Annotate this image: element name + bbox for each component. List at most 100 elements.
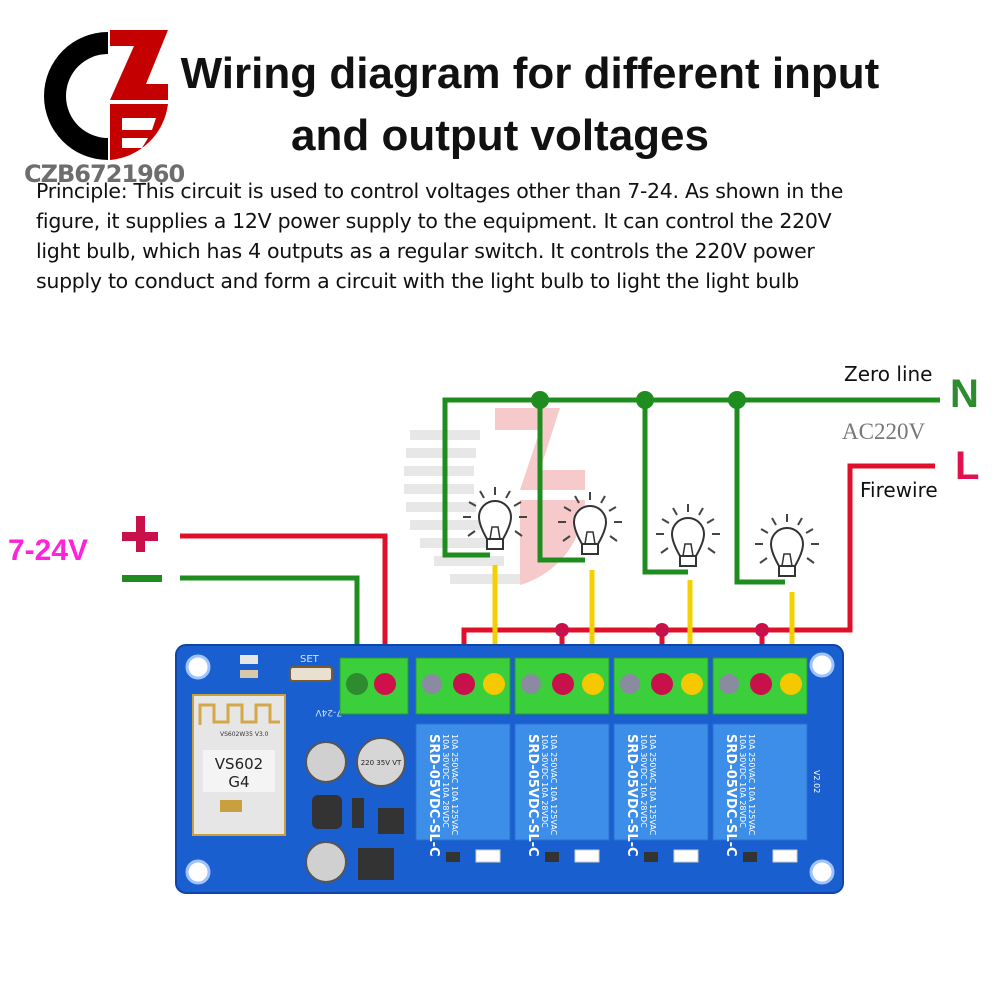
logo-c-arc <box>44 32 108 160</box>
relay-rating-text: 10A 30VDC 10A 28VDC <box>639 734 648 828</box>
mount-hole <box>185 654 211 680</box>
relay-rating-text: 10A 250VAC 10A 125VAC <box>747 734 756 836</box>
smd-led <box>574 849 600 863</box>
nc-screw[interactable] <box>620 674 640 694</box>
light-bulb-icon <box>656 504 720 567</box>
capacitor <box>305 841 347 883</box>
junction-dot <box>655 623 669 637</box>
set-label: SET <box>300 654 320 665</box>
light-bulb-icon <box>463 487 527 550</box>
nc-screw[interactable] <box>719 674 739 694</box>
com-screw[interactable] <box>453 673 475 695</box>
no-screw[interactable] <box>780 673 802 695</box>
bulb-ray <box>698 507 704 516</box>
relay-rating-text: 10A 250VAC 10A 125VAC <box>450 734 459 836</box>
bulb-glass <box>769 527 805 567</box>
bulb-filament <box>781 553 793 567</box>
regulator-u3 <box>358 848 394 880</box>
watermark-code: CZB6721960 <box>24 160 185 188</box>
bulb-ray <box>759 557 768 564</box>
crystal <box>220 800 242 812</box>
minus-icon <box>122 575 162 582</box>
relay-model-text: SRD-05VDC-SL-C <box>723 734 738 857</box>
module-silk: VS602W35 V3.0 <box>220 731 269 738</box>
plus-icon-vertical <box>136 516 145 552</box>
capacitors: 220 35V VT <box>305 737 406 883</box>
input-silk: 7-24V <box>315 707 342 717</box>
firewire-label: Firewire <box>860 478 938 502</box>
smd-led <box>475 849 501 863</box>
no-screw[interactable] <box>681 673 703 695</box>
mount-hole <box>809 652 835 678</box>
junction-dot <box>555 623 569 637</box>
diode <box>352 798 364 828</box>
light-bulb-icon <box>558 492 622 555</box>
com-screw[interactable] <box>651 673 673 695</box>
bulb-filament <box>489 526 501 540</box>
bulb-ray <box>760 528 769 534</box>
transistor <box>644 852 658 862</box>
title-line-1: Wiring diagram for different input <box>180 49 880 98</box>
relay-rating-text: 10A 250VAC 10A 125VAC <box>648 734 657 836</box>
bulbs-group <box>463 487 819 577</box>
relay-body <box>514 723 610 841</box>
smd-led <box>772 849 798 863</box>
com-screw[interactable] <box>552 673 574 695</box>
bulb-ray <box>514 530 523 537</box>
power-positive-screw[interactable] <box>374 673 396 695</box>
logo-z-shape <box>110 30 168 100</box>
power-negative-screw[interactable] <box>346 673 368 695</box>
relay-board: VS602W35 V3.0 VS602 G4 SET 7-24V 220 35V… <box>175 644 844 894</box>
cap-label: 220 35V VT <box>361 759 402 767</box>
mount-hole <box>809 859 835 885</box>
antenna-trace <box>198 703 280 725</box>
com-screw[interactable] <box>750 673 772 695</box>
relay-model-text: SRD-05VDC-SL-C <box>426 734 441 857</box>
bulb-ray <box>661 518 670 524</box>
neutral-junctions <box>531 391 746 409</box>
nc-screw[interactable] <box>521 674 541 694</box>
set-button[interactable] <box>289 666 333 682</box>
led <box>240 655 258 664</box>
dc-input-voltage-label: 7-24V <box>8 534 89 567</box>
description-line: light bulb, which has 4 outputs as a reg… <box>36 239 815 263</box>
bulb-ray <box>468 501 477 507</box>
smd-led <box>673 849 699 863</box>
module-label-sticker <box>203 750 275 792</box>
bulb-base <box>486 538 504 550</box>
bulb-ray <box>600 495 606 504</box>
bulb-base <box>778 565 796 577</box>
bulb-filament <box>682 543 694 557</box>
relay-model-text: SRD-05VDC-SL-C <box>525 734 540 857</box>
bulb-ray <box>479 490 485 499</box>
no-screw[interactable] <box>582 673 604 695</box>
module-label-2: G4 <box>228 773 249 791</box>
bulb-ray <box>574 495 580 504</box>
light-bulb-icon <box>755 514 819 577</box>
no-screw[interactable] <box>483 673 505 695</box>
neutral-main-line <box>442 397 940 558</box>
mounting-holes <box>185 652 835 885</box>
inductor <box>312 795 342 829</box>
bulb-ray <box>706 518 715 524</box>
mount-hole <box>185 859 211 885</box>
relay-rating-text: 10A 30VDC 10A 28VDC <box>738 734 747 828</box>
version-silk: V2.02 <box>812 770 821 793</box>
relay-rating-text: 10A 30VDC 10A 28VDC <box>540 734 549 828</box>
ac-voltage-label: AC220V <box>842 419 926 444</box>
relay-rating-text: 10A 30VDC 10A 28VDC <box>441 734 450 828</box>
live-l-label: L <box>955 444 980 488</box>
neutral-branch-3 <box>642 400 688 575</box>
bulb-glass <box>477 500 513 540</box>
junction-dot <box>728 391 746 409</box>
module-label-1: VS602 <box>215 755 263 773</box>
nc-screw[interactable] <box>422 674 442 694</box>
junction-dot <box>755 623 769 637</box>
neutral-branch-2 <box>537 400 585 563</box>
bulb-ray <box>608 506 617 512</box>
neutral-n-label: N <box>950 372 979 416</box>
